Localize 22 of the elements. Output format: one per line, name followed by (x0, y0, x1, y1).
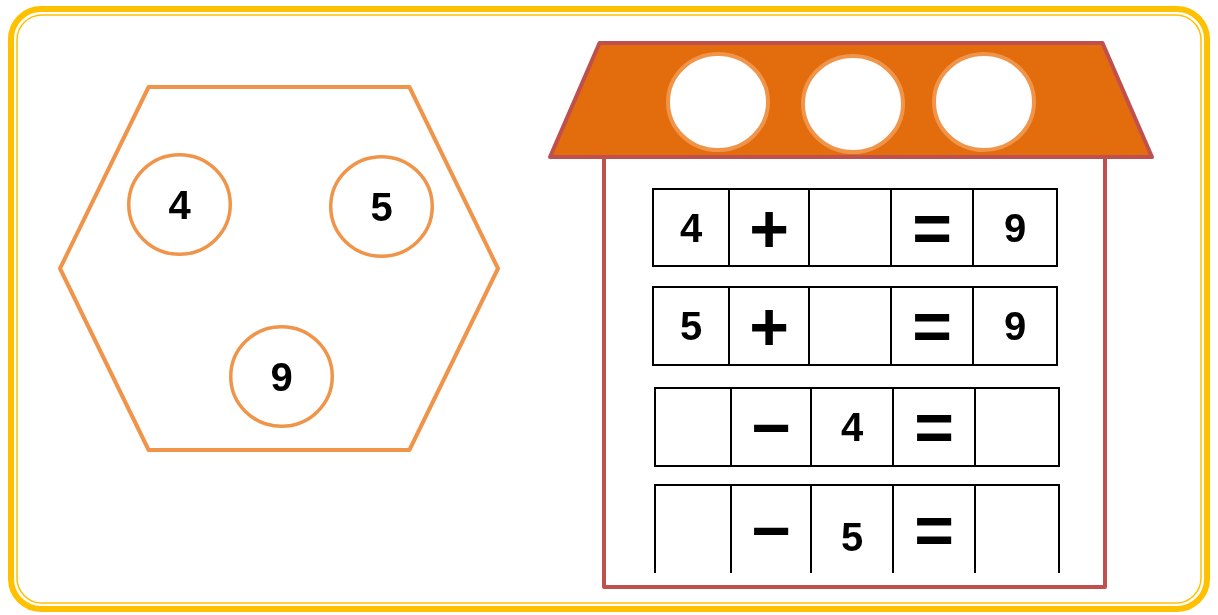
roof-shape (548, 41, 1154, 159)
worksheet-cell: 4 (810, 387, 894, 467)
worksheet-cell: − (730, 387, 812, 467)
worksheet-cell: 9 (972, 286, 1058, 366)
number-circle (127, 153, 232, 256)
number-text: 9 (270, 356, 293, 397)
worksheet-cell: = (892, 387, 976, 467)
window-circle (666, 52, 770, 152)
worksheet-cell: = (890, 286, 974, 366)
window-circle (932, 52, 1036, 152)
number-circle (329, 155, 434, 258)
window-circle (801, 54, 905, 154)
worksheet-cell: + (728, 188, 810, 267)
number-text: 4 (168, 184, 191, 225)
number-text: 5 (370, 186, 393, 227)
number-circle (229, 325, 334, 428)
worksheet-cell: 4 (652, 188, 730, 267)
worksheet-cell: 5 (652, 286, 730, 366)
hexagon-shape (58, 85, 500, 452)
worksheet-cell: 9 (972, 188, 1058, 267)
worksheet-cell: + (728, 286, 810, 366)
worksheet-cell: = (890, 188, 974, 267)
